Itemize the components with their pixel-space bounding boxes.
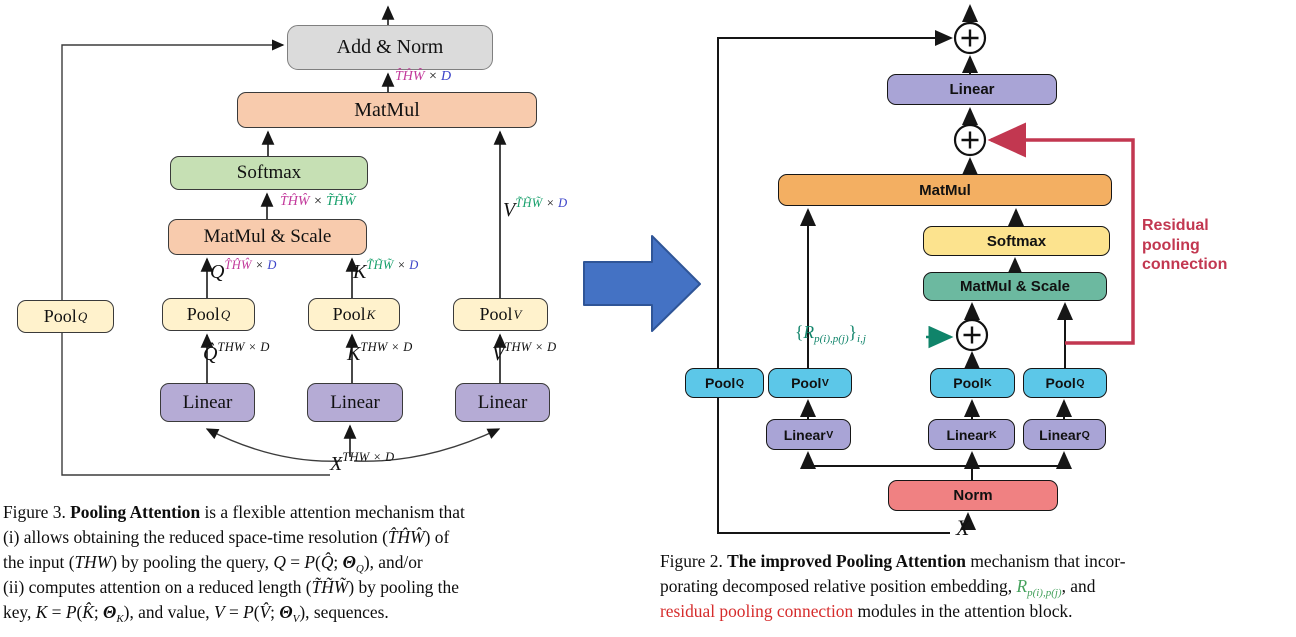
- fig2-matmul-box: MatMul: [778, 174, 1112, 206]
- fig3-matmul-scale-box: MatMul & Scale: [168, 219, 367, 255]
- fig2-softmax-box: Softmax: [923, 226, 1110, 256]
- caption-line: (i) allows obtaining the reduced space-t…: [3, 527, 450, 547]
- fig3-linear-k-box: Linear: [307, 383, 403, 422]
- fig3-add-norm-label: Add & Norm: [336, 36, 444, 58]
- figure3-caption: Figure 3. Pooling Attention is a flexibl…: [3, 500, 604, 625]
- fig3-linear-q-box: Linear: [160, 383, 255, 422]
- fig2-matmul-scale-box: MatMul & Scale: [923, 272, 1107, 301]
- fig3-q-label: QT̂ĤŴ × D: [210, 258, 277, 283]
- plus-icon: [961, 29, 979, 47]
- caption-line: Figure 3. Pooling Attention is a flexibl…: [3, 502, 465, 522]
- fig2-residual-label: Residual pooling connection: [1142, 217, 1228, 273]
- figure3-arrows: [200, 5, 507, 457]
- caption-line: porating decomposed relative position em…: [660, 576, 1096, 599]
- big-blue-arrow: [583, 235, 701, 332]
- figure2-caption: Figure 2. The improved Pooling Attention…: [660, 549, 1296, 624]
- fig3-matmul-box: MatMul: [237, 92, 537, 128]
- fig2-relpos-label: {Rp(i),p(j)}i,j: [795, 322, 866, 345]
- residual-pooling-connection-line: [987, 122, 1135, 345]
- plus-icon: [961, 131, 979, 149]
- fig3-attn-dim-label: T̂ĤŴ × T̃H̃W̃: [280, 194, 356, 209]
- caption-line: (ii) computes attention on a reduced len…: [3, 577, 459, 597]
- fig3-matmul-label: MatMul: [354, 98, 420, 121]
- caption-line: key, K = P(K̂; ΘK), and value, V = P(V̂;…: [3, 602, 389, 625]
- figure2-arrows: [717, 4, 1073, 534]
- caption-line: residual pooling connection modules in t…: [660, 601, 1073, 621]
- fig2-norm-box: Norm: [888, 480, 1058, 511]
- fig3-add-norm-box: Add & Norm: [287, 25, 493, 70]
- fig3-linear-v-box: Linear: [455, 383, 550, 422]
- fig3-k-label: KT̃H̃W̃ × D: [353, 258, 419, 283]
- fig3-khat-label: K̂THW × D: [347, 340, 413, 365]
- fig3-v-label: VT̃H̃W̃ × D: [503, 196, 568, 221]
- fig3-qhat-label: Q̂THW × D: [203, 340, 270, 365]
- plus-icon: [963, 326, 981, 344]
- fig3-softmax-box: Softmax: [170, 156, 368, 190]
- fig3-vhat-label: V̂THW × D: [492, 340, 557, 365]
- plus-icons: [961, 29, 981, 344]
- fig3-matmul-scale-label: MatMul & Scale: [203, 226, 332, 247]
- fig3-x-label: XTHW × D: [330, 450, 395, 475]
- figure3-skip-connection-line: [61, 39, 330, 476]
- fig2-x-label: X: [956, 515, 970, 540]
- fig2-linear-box: Linear: [887, 74, 1057, 105]
- fig3-softmax-label: Softmax: [236, 162, 302, 183]
- figure2-skip-connection-line: [717, 30, 953, 534]
- caption-line: the input (THW) by pooling the query, Q …: [3, 552, 423, 575]
- caption-line: Figure 2. The improved Pooling Attention…: [660, 551, 1126, 571]
- figure3-input-branches: [61, 39, 501, 476]
- fig3-output-dim-label: T̂ĤŴ × D: [395, 69, 452, 84]
